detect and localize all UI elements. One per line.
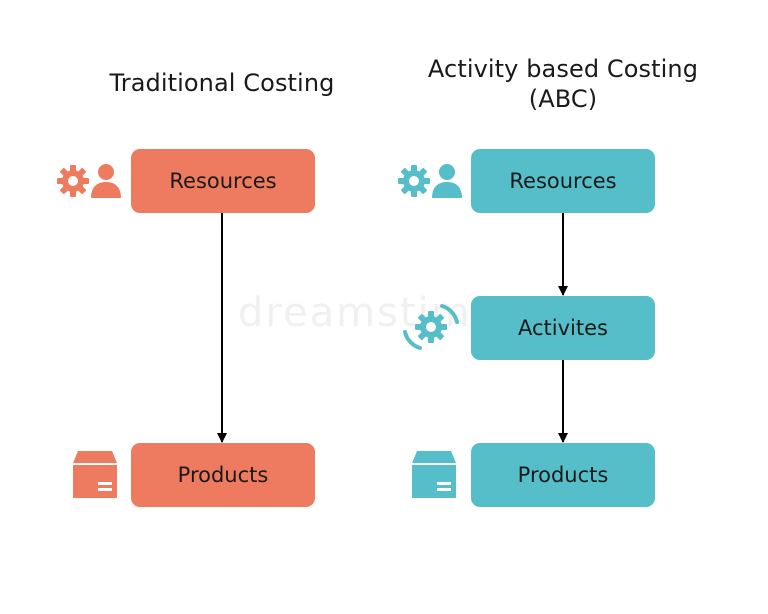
abc-title-line1: Activity based Costing	[427, 55, 699, 83]
traditional-resources-label: Resources	[169, 169, 277, 193]
gear-icon	[57, 165, 89, 197]
person-icon	[91, 164, 121, 198]
traditional-costing-title: Traditional Costing	[109, 69, 335, 97]
abc-costing-title: Activity based Costing (ABC)	[404, 54, 722, 114]
person-icon	[432, 164, 462, 198]
abc-resources-label: Resources	[509, 169, 617, 193]
abc-products-node: Products	[471, 443, 655, 507]
abc-resources-node: Resources	[471, 149, 655, 213]
abc-activities-label: Activites	[518, 316, 608, 340]
traditional-products-label: Products	[177, 463, 269, 487]
box-icon	[412, 451, 456, 498]
traditional-resources-node: Resources	[131, 149, 315, 213]
traditional-products-node: Products	[131, 443, 315, 507]
gear-icon	[398, 165, 430, 197]
abc-products-label: Products	[517, 463, 609, 487]
cycle-gear-icon	[403, 304, 459, 350]
abc-title-line2: (ABC)	[528, 85, 598, 113]
abc-activities-node: Activites	[471, 296, 655, 360]
box-icon	[73, 451, 117, 498]
